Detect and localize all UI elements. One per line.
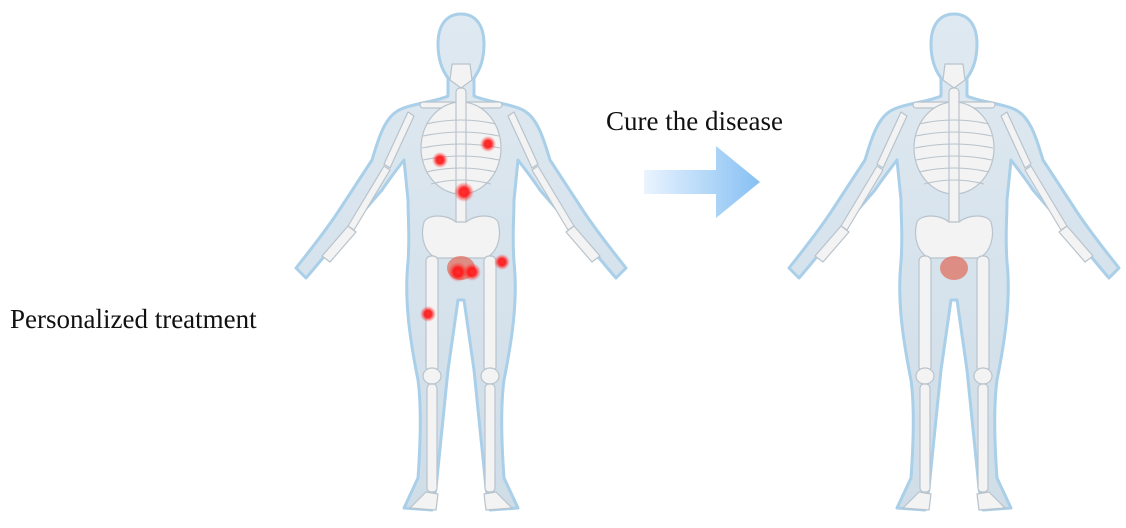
lesion-marker bbox=[420, 306, 436, 322]
personalized-treatment-label: Personalized treatment bbox=[10, 306, 257, 333]
right-arrow-icon bbox=[644, 146, 762, 223]
lesion-marker bbox=[454, 182, 474, 202]
lesion-marker bbox=[494, 254, 510, 270]
human-figure-after bbox=[779, 0, 1126, 528]
cure-disease-label: Cure the disease bbox=[606, 108, 783, 135]
lesion-marker bbox=[463, 263, 481, 281]
human-figure-before bbox=[286, 0, 636, 528]
lesion-marker bbox=[480, 136, 496, 152]
lesion-marker bbox=[432, 152, 448, 168]
